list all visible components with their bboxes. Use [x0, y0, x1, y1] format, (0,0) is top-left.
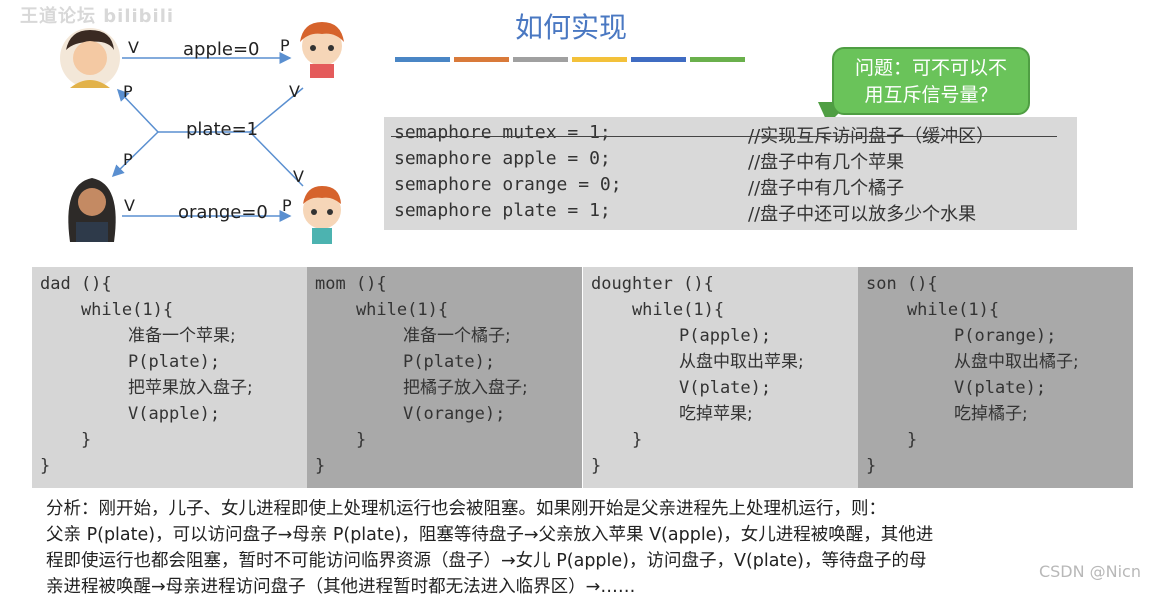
callout-line-2: 用互斥信号量？ — [834, 82, 1028, 109]
dad-v-label: V — [128, 38, 139, 57]
code-line-dad-4: P(plate); — [128, 349, 220, 375]
plate-to-mom-arrow — [113, 132, 158, 176]
analysis-line-4: 亲进程被唤醒→母亲进程访问盘子（其他进程暂时都无法进入临界区）→…… — [46, 574, 1126, 600]
son-v-label: V — [293, 167, 304, 186]
son-p-label: P — [282, 196, 292, 215]
code-line-doughter-1: doughter (){ — [591, 271, 714, 297]
analysis-text: 分析：刚开始，儿子、女儿进程即使上处理机运行也会被阻塞。如果刚开始是父亲进程先上… — [46, 496, 1126, 600]
daughter-p-label: P — [280, 36, 290, 55]
code-line-dad-2: while(1){ — [40, 297, 173, 323]
strikethrough-line — [391, 136, 1057, 137]
semaphore-plate-code: semaphore plate = 1; — [394, 200, 611, 221]
code-line-doughter-6: 吃掉苹果; — [679, 401, 753, 427]
semaphore-mutex-comment: //实现互斥访问盘子（缓冲区） — [748, 122, 994, 148]
color-stripe-1 — [395, 57, 450, 62]
semaphore-plate-comment: //盘子中还可以放多少个水果 — [748, 200, 976, 226]
son-avatar — [303, 186, 341, 244]
plate-label: plate=1 — [186, 119, 258, 140]
code-line-dad-5: 把苹果放入盘子; — [128, 375, 253, 401]
daughter-avatar — [300, 22, 344, 78]
code-line-mom-6: V(orange); — [403, 401, 505, 427]
code-line-doughter-5: V(plate); — [679, 375, 771, 401]
code-line-dad-6: V(apple); — [128, 401, 220, 427]
mom-p-label: P — [123, 150, 133, 169]
code-line-mom-8: } — [315, 453, 325, 479]
semaphore-mutex-code: semaphore mutex = 1; — [394, 122, 611, 143]
code-line-son-2: while(1){ — [866, 297, 999, 323]
code-line-dad-1: dad (){ — [40, 271, 112, 297]
color-stripe-6 — [690, 57, 745, 62]
apple-label: apple=0 — [183, 39, 260, 60]
slide-title: 如何实现 — [515, 6, 627, 46]
semaphore-box: semaphore mutex = 1; //实现互斥访问盘子（缓冲区） sem… — [384, 117, 1077, 230]
code-line-dad-7: } — [40, 427, 91, 453]
question-callout: 问题：可不可以不 用互斥信号量？ — [832, 47, 1030, 115]
code-line-son-4: 从盘中取出橘子; — [954, 349, 1079, 375]
code-line-doughter-2: while(1){ — [591, 297, 724, 323]
code-line-mom-3: 准备一个橘子; — [403, 323, 511, 349]
dad-avatar — [60, 28, 120, 88]
color-stripe-4 — [572, 57, 627, 62]
code-line-son-5: V(plate); — [954, 375, 1046, 401]
code-panel-mom: mom (){ while(1){准备一个橘子;P(plate);把橘子放入盘子… — [307, 267, 582, 488]
code-panel-son: son (){ while(1){P(orange);从盘中取出橘子;V(pla… — [858, 267, 1133, 488]
analysis-line-1: 分析：刚开始，儿子、女儿进程即使上处理机运行也会被阻塞。如果刚开始是父亲进程先上… — [46, 496, 1126, 522]
color-stripe-3 — [513, 57, 568, 62]
semaphore-orange-comment: //盘子中有几个橘子 — [748, 174, 904, 200]
code-line-doughter-3: P(apple); — [679, 323, 771, 349]
csdn-watermark: CSDN @Nicn — [1039, 562, 1141, 581]
code-line-mom-2: while(1){ — [315, 297, 448, 323]
code-line-doughter-4: 从盘中取出苹果; — [679, 349, 804, 375]
code-line-mom-5: 把橘子放入盘子; — [403, 375, 528, 401]
code-line-son-8: } — [866, 453, 876, 479]
code-line-mom-7: } — [315, 427, 366, 453]
code-panel-dad: dad (){ while(1){准备一个苹果;P(plate);把苹果放入盘子… — [32, 267, 307, 488]
code-line-mom-4: P(plate); — [403, 349, 495, 375]
dad-p-label: P — [123, 82, 133, 101]
code-line-son-1: son (){ — [866, 271, 938, 297]
mom-v-label: V — [124, 196, 135, 215]
code-line-mom-1: mom (){ — [315, 271, 387, 297]
semaphore-apple-comment: //盘子中有几个苹果 — [748, 148, 904, 174]
semaphore-orange-code: semaphore orange = 0; — [394, 174, 622, 195]
code-line-dad-8: } — [40, 453, 50, 479]
color-stripe-2 — [454, 57, 509, 62]
color-stripe-5 — [631, 57, 686, 62]
code-line-son-6: 吃掉橘子; — [954, 401, 1028, 427]
code-line-son-7: } — [866, 427, 917, 453]
code-line-doughter-7: } — [591, 427, 642, 453]
orange-label: orange=0 — [178, 202, 268, 223]
code-panel-doughter: doughter (){ while(1){P(apple);从盘中取出苹果;V… — [583, 267, 858, 488]
code-line-doughter-8: } — [591, 453, 601, 479]
code-line-dad-3: 准备一个苹果; — [128, 323, 236, 349]
mom-avatar — [68, 178, 115, 242]
code-line-son-3: P(orange); — [954, 323, 1056, 349]
daughter-v-label: V — [289, 82, 300, 101]
analysis-line-3: 程即使运行也都会阻塞，暂时不可能访问临界资源（盘子）→女儿 P(apple)，访… — [46, 548, 1126, 574]
callout-line-1: 问题：可不可以不 — [834, 55, 1028, 82]
analysis-line-2: 父亲 P(plate)，可以访问盘子→母亲 P(plate)，阻塞等待盘子→父亲… — [46, 522, 1126, 548]
semaphore-apple-code: semaphore apple = 0; — [394, 148, 611, 169]
